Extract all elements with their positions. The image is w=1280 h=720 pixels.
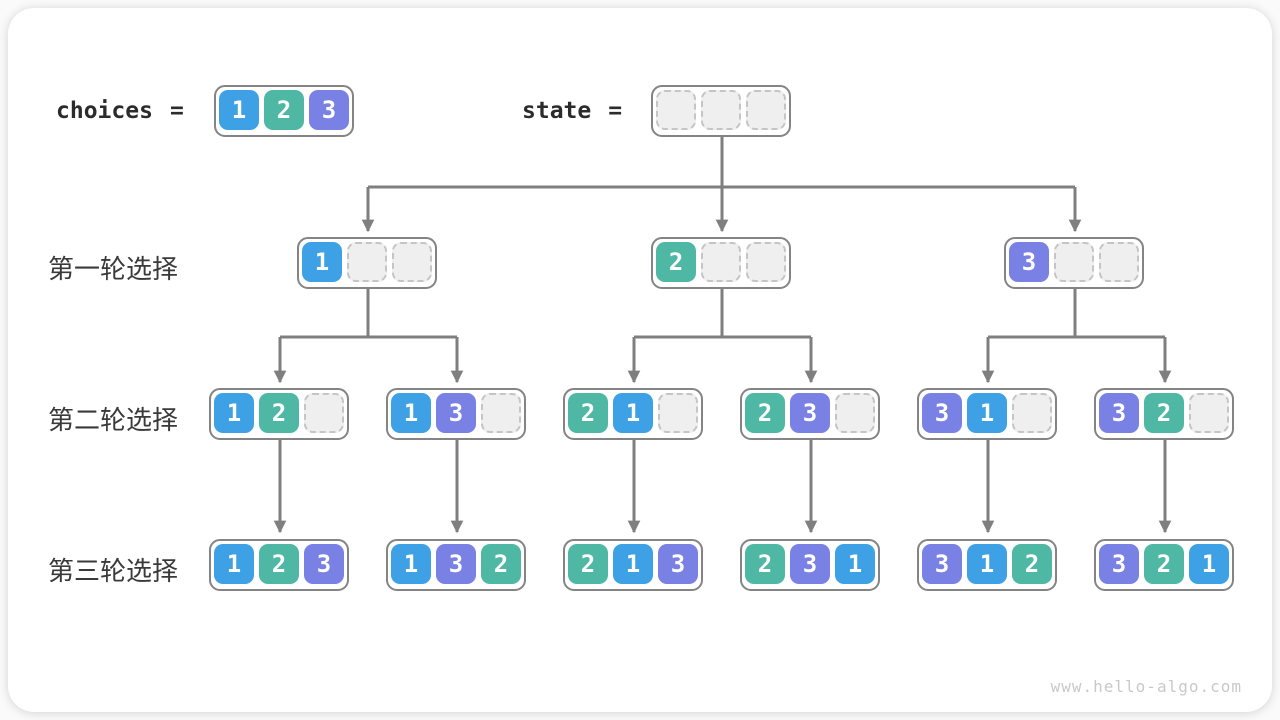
state-label: state = (522, 85, 622, 137)
empty-slot-cell (656, 90, 696, 130)
value-cell-3: 3 (304, 544, 344, 584)
state-array-node (651, 85, 791, 137)
empty-slot-cell (1099, 242, 1139, 282)
value-cell-3: 3 (309, 90, 349, 130)
empty-slot-cell (746, 90, 786, 130)
value-cell-1: 1 (967, 544, 1007, 584)
value-cell-1: 1 (391, 393, 431, 433)
value-cell-1: 1 (214, 544, 254, 584)
value-cell-3: 3 (790, 544, 830, 584)
choices-label: choices = (56, 85, 184, 137)
value-cell-3: 3 (922, 393, 962, 433)
choices-equals-sign: = (169, 98, 184, 124)
value-cell-2: 2 (568, 393, 608, 433)
value-cell-3: 3 (1009, 242, 1049, 282)
empty-slot-cell (701, 242, 741, 282)
value-cell-3: 3 (1099, 544, 1139, 584)
state-equals-sign: = (608, 98, 623, 124)
value-cell-3: 3 (436, 393, 476, 433)
empty-slot-cell (746, 242, 786, 282)
empty-slot-cell (347, 242, 387, 282)
value-cell-1: 1 (219, 90, 259, 130)
empty-slot-cell (701, 90, 741, 130)
state-node-r1-3: 3 (1004, 237, 1144, 289)
value-cell-2: 2 (1144, 544, 1184, 584)
empty-slot-cell (658, 393, 698, 433)
value-cell-1: 1 (613, 544, 653, 584)
value-cell-1: 1 (835, 544, 875, 584)
choices-label-text: choices (56, 98, 153, 124)
round-3-label: 第三轮选择 (48, 557, 179, 587)
round-1-label: 第一轮选择 (48, 255, 179, 285)
value-cell-1: 1 (214, 393, 254, 433)
value-cell-3: 3 (922, 544, 962, 584)
value-cell-2: 2 (745, 393, 785, 433)
value-cell-1: 1 (391, 544, 431, 584)
value-cell-1: 1 (1189, 544, 1229, 584)
value-cell-2: 2 (264, 90, 304, 130)
value-cell-3: 3 (658, 544, 698, 584)
value-cell-3: 3 (436, 544, 476, 584)
empty-slot-cell (304, 393, 344, 433)
value-cell-1: 1 (613, 393, 653, 433)
value-cell-2: 2 (656, 242, 696, 282)
value-cell-3: 3 (790, 393, 830, 433)
value-cell-2: 2 (1012, 544, 1052, 584)
value-cell-2: 2 (259, 544, 299, 584)
value-cell-1: 1 (967, 393, 1007, 433)
empty-slot-cell (392, 242, 432, 282)
state-node-r1-2: 2 (651, 237, 791, 289)
value-cell-2: 2 (745, 544, 785, 584)
empty-slot-cell (1189, 393, 1229, 433)
state-node-r1-1: 1 (297, 237, 437, 289)
value-cell-2: 2 (481, 544, 521, 584)
value-cell-2: 2 (568, 544, 608, 584)
empty-slot-cell (1012, 393, 1052, 433)
watermark: www.hello-algo.com (1050, 677, 1242, 696)
state-label-text: state (522, 98, 592, 124)
empty-slot-cell (1054, 242, 1094, 282)
value-cell-3: 3 (1099, 393, 1139, 433)
value-cell-1: 1 (302, 242, 342, 282)
round-2-label: 第二轮选择 (48, 406, 179, 436)
value-cell-2: 2 (1144, 393, 1184, 433)
empty-slot-cell (835, 393, 875, 433)
empty-slot-cell (481, 393, 521, 433)
value-cell-2: 2 (259, 393, 299, 433)
